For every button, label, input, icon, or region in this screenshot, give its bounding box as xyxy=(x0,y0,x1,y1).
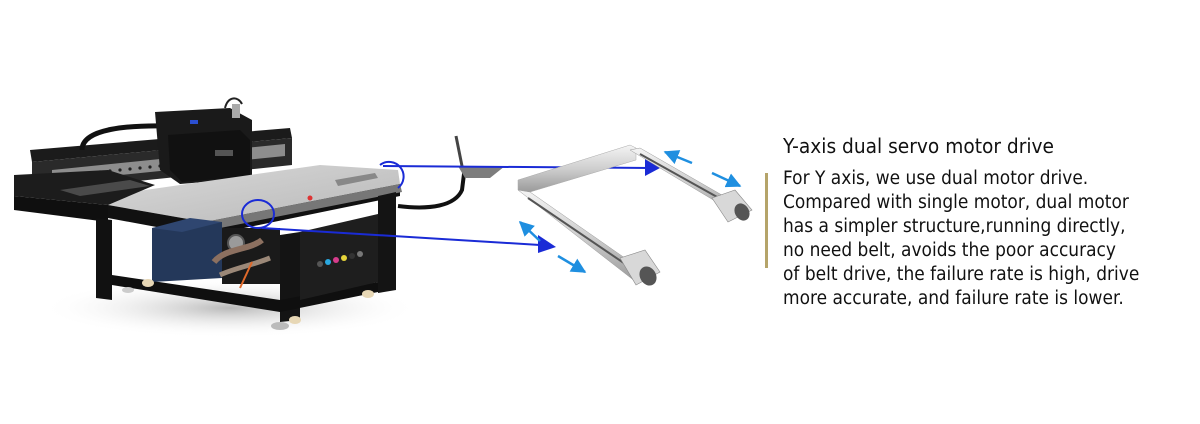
body-line: of belt drive, the failure rate is high,… xyxy=(783,264,1140,285)
body-line: has a simpler structure,running directly… xyxy=(783,216,1126,237)
feature-title: Y-axis dual servo motor drive xyxy=(783,134,1055,158)
accent-bar xyxy=(765,173,768,268)
motion-arrows xyxy=(518,150,742,274)
dual-y-rails xyxy=(517,144,753,286)
feature-body: For Y axis, we use dual motor drive. Com… xyxy=(765,167,1200,311)
printer-machine xyxy=(14,97,505,330)
feature-description: Y-axis dual servo motor drive For Y axis… xyxy=(765,133,1200,311)
ink-ports xyxy=(317,251,363,267)
body-line: no need belt, avoids the poor accuracy xyxy=(783,240,1116,261)
callout-lower xyxy=(241,199,556,253)
body-line: For Y axis, we use dual motor drive. xyxy=(783,168,1089,189)
body-line: more accurate, and failure rate is lower… xyxy=(783,288,1124,309)
feature-body-text: For Y axis, we use dual motor drive. Com… xyxy=(783,167,1200,311)
body-line: Compared with single motor, dual motor xyxy=(783,192,1129,213)
